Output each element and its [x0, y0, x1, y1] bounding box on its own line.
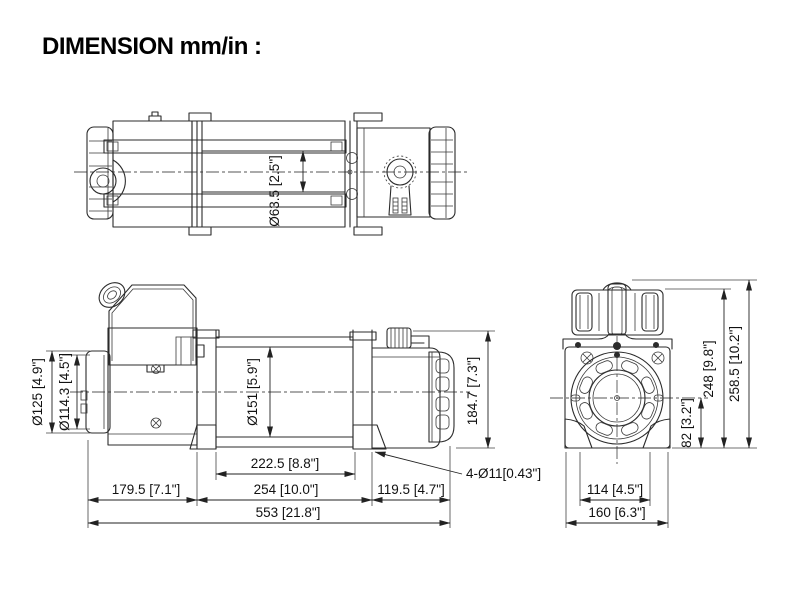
tie-rods [103, 139, 347, 208]
extension-lines-side [87, 440, 451, 528]
dim-centerline-height-label: 82 [3.2"] [679, 398, 694, 448]
clutch-lever-side [98, 282, 126, 308]
dim-drum-flange-od: Ø125 [4.9"] [30, 350, 90, 434]
drum-top [191, 120, 346, 228]
dim-mount-length: 254 [10.0"] [196, 482, 373, 503]
dim-box-height: 248 [9.8"] [665, 288, 731, 449]
drum-side [215, 336, 354, 448]
dim-drum-diameter: Ø151 [5.9"] [245, 346, 273, 438]
dim-drum-diameter-label: Ø151 [5.9"] [245, 358, 260, 426]
dim-overall-height: 258.5 [10.2"] [632, 279, 757, 449]
flange-slots [579, 360, 655, 436]
top-view: Ø63.5 [2.5"] [74, 111, 468, 236]
gearbox-end-cap-side [428, 351, 455, 443]
gearbox-top [356, 127, 431, 218]
drum-support-left-top [188, 112, 212, 236]
dim-box-height-label: 248 [9.8"] [701, 340, 716, 397]
dim-foot-width-label: 114 [4.5"] [587, 482, 643, 497]
housing-end [564, 346, 671, 449]
dim-drum-flange-id-label: Ø114.3 [4.5"] [57, 353, 72, 431]
dim-overall-length: 553 [21.8"] [87, 505, 451, 526]
gearbox-side [371, 327, 455, 449]
page-title: DIMENSION mm/in : [42, 33, 262, 60]
dim-gearbox-length: 119.5 [4.7"] [371, 482, 451, 503]
dim-motor-length-label: 179.5 [7.1"] [112, 482, 181, 497]
clutch-lever-end [602, 282, 632, 291]
drum-flange-side [80, 350, 111, 434]
motor-body-top [89, 111, 193, 228]
drum-flange-end [570, 351, 664, 445]
end-view: 82 [3.2"] 248 [9.8"] 258.5 [10.2"] 114 [… [550, 279, 757, 528]
gearbox-end-cap-top [428, 126, 456, 220]
dim-cable-diameter-label: Ø63.5 [2.5"] [267, 155, 282, 227]
dim-gearbox-length-label: 119.5 [4.7"] [377, 482, 445, 497]
dim-mount-length-label: 254 [10.0"] [254, 482, 319, 497]
dim-overall-height-label: 258.5 [10.2"] [727, 326, 742, 402]
control-box-side [108, 284, 205, 374]
dim-base-width-label: 160 [6.3"] [588, 505, 645, 520]
dim-centerline-height: 82 [3.2"] [679, 397, 704, 449]
dim-bolt-pattern-length: 222.5 [8.8"] [215, 456, 356, 477]
motor-body-side [107, 327, 198, 446]
side-view: Ø125 [4.9"] Ø114.3 [4.5"] Ø151 [5.9"] 18… [30, 282, 541, 528]
drum-support-left-side [189, 329, 220, 450]
dim-motor-length: 179.5 [7.1"] [87, 482, 198, 503]
dim-cable-diameter: Ø63.5 [2.5"] [267, 150, 306, 227]
drum-support-right-side [349, 329, 387, 450]
control-box-end [562, 282, 673, 350]
dim-drum-flange-od-label: Ø125 [4.9"] [30, 358, 45, 426]
dim-base-width: 160 [6.3"] [565, 505, 669, 526]
dim-bolt-pattern-length-label: 222.5 [8.8"] [251, 456, 320, 471]
dim-foot-width: 114 [4.5"] [579, 482, 651, 503]
dim-drum-flange-id: Ø114.3 [4.5"] [57, 353, 90, 431]
dim-body-height: 184.7 [7.3"] [413, 330, 495, 449]
mount-feet-end [564, 418, 671, 449]
dim-mount-holes-label: 4-Ø11[0.43"] [466, 466, 541, 481]
dim-overall-length-label: 553 [21.8"] [256, 505, 321, 520]
dim-mount-holes: 4-Ø11[0.43"] [374, 451, 541, 481]
dim-body-height-label: 184.7 [7.3"] [465, 357, 480, 426]
extension-lines-end [565, 452, 669, 528]
